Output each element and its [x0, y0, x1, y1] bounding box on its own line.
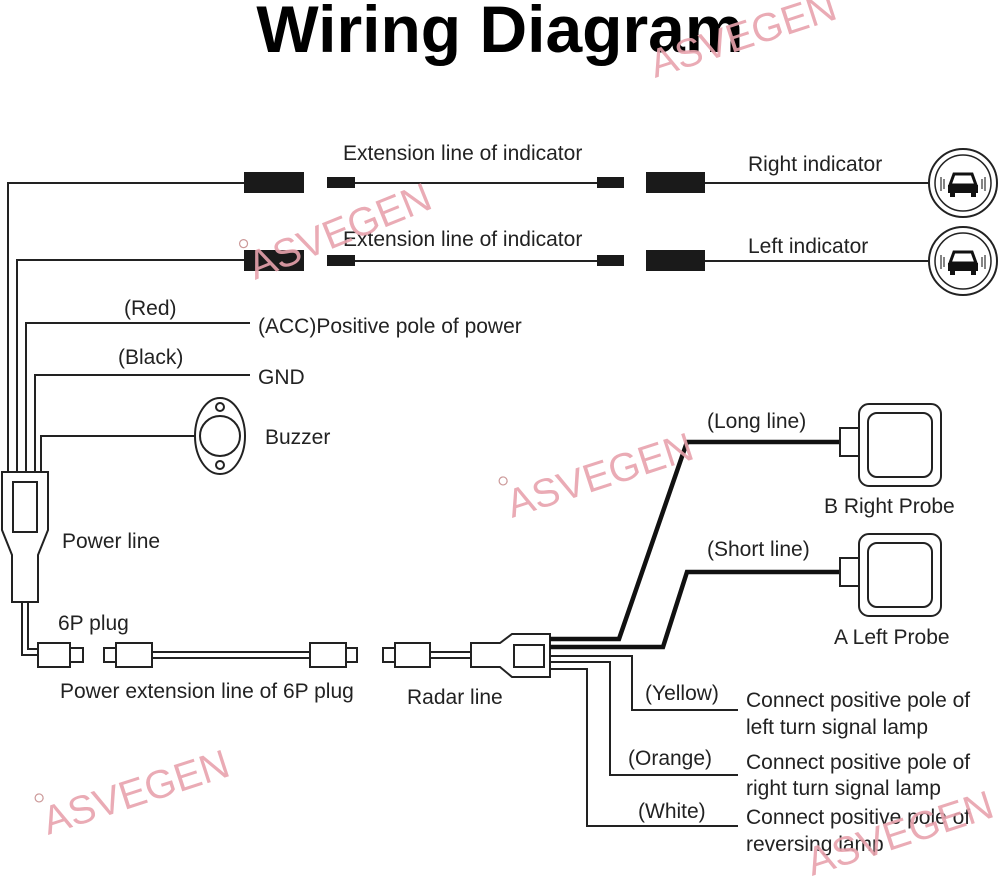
connector-block [646, 172, 705, 193]
6p-plug-assembly [37, 642, 471, 668]
buzzer-icon [194, 397, 246, 475]
orange-label: (Orange) [628, 747, 712, 770]
plug-body [37, 642, 71, 668]
left-probe-label: A Left Probe [834, 626, 950, 649]
left-indicator-label: Left indicator [748, 235, 868, 258]
yellow-label: (Yellow) [645, 682, 719, 705]
white-desc-line1: Connect positive pole of [746, 806, 970, 829]
wire-bundle [7, 182, 270, 472]
connector-block [597, 177, 624, 188]
connector-block [646, 250, 705, 271]
short-line-wire [550, 569, 840, 650]
power-line-connector [0, 471, 49, 656]
connector-block [244, 250, 304, 271]
orange-wire [550, 661, 738, 776]
short-line-label: (Short line) [707, 538, 810, 561]
connector-block [327, 255, 355, 266]
yellow-desc-line2: left turn signal lamp [746, 716, 928, 739]
plug-body [115, 642, 153, 668]
left-extension-label: Extension line of indicator [343, 228, 582, 251]
plug-tip [69, 647, 84, 663]
plug-body [309, 642, 347, 668]
plug-tip [382, 647, 396, 663]
plug-tip [345, 647, 358, 663]
left-indicator-wire [244, 250, 930, 271]
right-indicator-car-icon [928, 148, 998, 218]
power-extension-label: Power extension line of 6P plug [60, 680, 354, 703]
plug-tip [103, 647, 117, 663]
right-indicator-wire [244, 172, 930, 193]
buzzer-label: Buzzer [265, 426, 330, 449]
orange-desc-line1: Connect positive pole of [746, 751, 970, 774]
long-line-wire [550, 439, 840, 642]
red-wire-label: (Red) [124, 297, 177, 320]
right-extension-label: Extension line of indicator [343, 142, 582, 165]
radar-line-label: Radar line [407, 686, 503, 709]
white-wire [550, 668, 738, 827]
6p-plug-label: 6P plug [58, 612, 129, 635]
watermark: ASVEGEN [34, 742, 235, 844]
svg-text:ASVEGEN: ASVEGEN [501, 425, 699, 527]
right-indicator-label: Right indicator [748, 153, 882, 176]
connector-block [597, 255, 624, 266]
yellow-wire [550, 655, 738, 711]
gnd-label: GND [258, 366, 305, 389]
white-label: (White) [638, 800, 706, 823]
connector-block [327, 177, 355, 188]
power-line-label: Power line [62, 530, 160, 553]
page-title: Wiring Diagram [256, 0, 743, 66]
left-probe-icon [839, 533, 942, 617]
right-probe-icon [839, 403, 942, 487]
left-indicator-car-icon [928, 226, 998, 296]
right-probe-label: B Right Probe [824, 495, 955, 518]
black-wire-label: (Black) [118, 346, 183, 369]
plug-body [394, 642, 431, 668]
long-line-label: (Long line) [707, 410, 806, 433]
white-desc-line2: reversing lamp [746, 833, 884, 856]
acc-label: (ACC)Positive pole of power [258, 315, 522, 338]
watermark: ASVEGEN [498, 425, 699, 527]
radar-hub-connector [470, 633, 551, 678]
yellow-desc-line1: Connect positive pole of [746, 689, 970, 712]
connector-block [244, 172, 304, 193]
svg-text:ASVEGEN: ASVEGEN [37, 742, 235, 844]
orange-desc-line2: right turn signal lamp [746, 777, 941, 800]
